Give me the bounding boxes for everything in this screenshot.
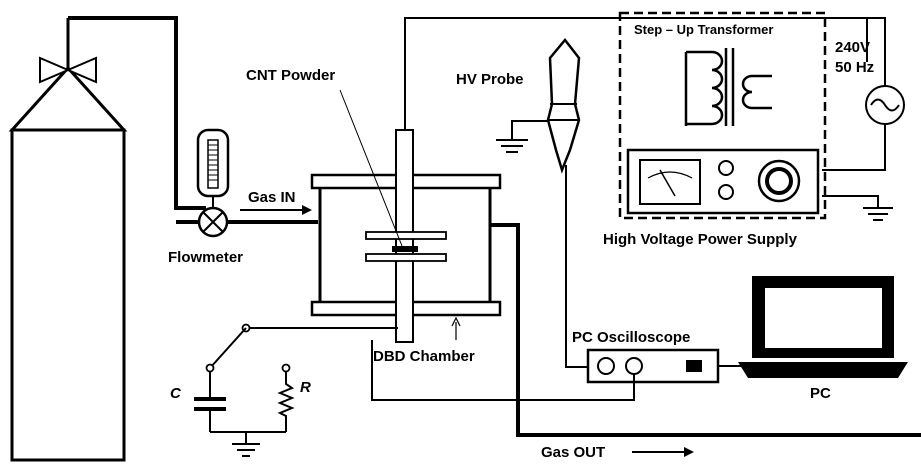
hv-power-supply-box (618, 11, 827, 220)
gas-out-label: Gas OUT (541, 444, 605, 461)
channel-b-wire (371, 340, 635, 401)
hv-probe-ground-icon (496, 139, 528, 153)
hv-wire (404, 17, 867, 130)
gas-cylinder (8, 65, 128, 462)
switch-contact-r (281, 363, 291, 373)
gas-supply-pipe (68, 16, 206, 210)
flowmeter-label: Flowmeter (168, 249, 243, 266)
indicator-light-icon-2 (718, 184, 734, 200)
capacitor-label: C (170, 385, 182, 402)
power-supply-ground-wire (822, 195, 879, 208)
analog-meter-icon (639, 159, 701, 205)
pc-oscilloscope (586, 348, 720, 384)
gas-out-pipe (490, 223, 921, 437)
dbd-chamber-pointer (451, 316, 461, 340)
gas-in-arrow-icon (240, 205, 312, 215)
cnt-powder-label: CNT Powder (246, 67, 335, 84)
ac-mains-wire (822, 17, 886, 86)
cnt-powder-sample (392, 246, 418, 252)
hv-probe (546, 38, 581, 174)
gas-out-arrow-icon (632, 447, 694, 457)
frequency-label: 50 Hz (835, 59, 874, 76)
transformer-label: Step – Up Transformer (634, 22, 773, 37)
ac-source-icon (865, 85, 905, 125)
pc-label: PC (810, 385, 831, 402)
step-up-transformer-icon (684, 48, 772, 126)
voltage-label: 240V (835, 39, 870, 56)
pc-oscilloscope-label: PC Oscilloscope (572, 329, 690, 346)
gas-in-label: Gas IN (248, 189, 296, 206)
cnt-pointer-line (339, 89, 403, 247)
capacitor-icon (194, 372, 226, 432)
power-supply-ground-icon (863, 207, 893, 221)
power-supply-panel (626, 148, 820, 215)
hv-power-supply-label: High Voltage Power Supply (603, 231, 798, 248)
hv-probe-label: HV Probe (456, 71, 524, 88)
resistor-label: R (300, 379, 311, 396)
channel-a-connector-icon (597, 357, 615, 375)
selector-switch[interactable] (209, 327, 247, 369)
measurement-ground-icon (232, 443, 260, 457)
cylinder-valve-icon (39, 18, 97, 84)
switch-contact-c (205, 363, 215, 373)
dbd-chamber-label: DBD Chamber (373, 348, 475, 365)
usb-port-icon (686, 360, 702, 372)
indicator-light-icon (718, 160, 734, 176)
electrode-rod (365, 129, 447, 343)
flowmeter-valve-icon (197, 206, 229, 238)
ac-mains-return-wire (822, 124, 886, 171)
channel-b-connector-icon (625, 357, 643, 375)
hv-probe-ground-wire (511, 120, 548, 140)
laptop-pc-icon (738, 276, 908, 378)
flowmeter (196, 128, 230, 238)
control-knob-icon (757, 159, 801, 203)
resistor-icon (277, 372, 295, 432)
